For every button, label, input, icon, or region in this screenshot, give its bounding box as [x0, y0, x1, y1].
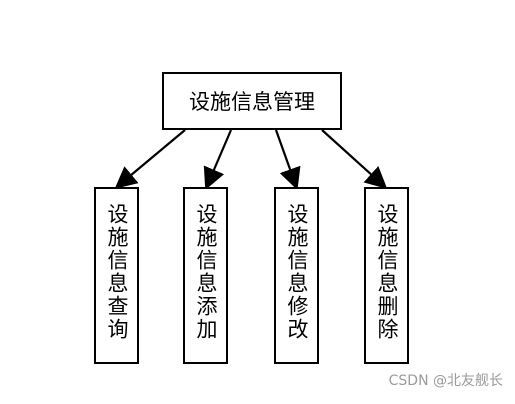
arrow-to-add: [203, 129, 233, 191]
child-node-add: 设施信息添加: [183, 187, 228, 364]
arrow-to-query: [114, 129, 186, 189]
child-node-delete-label: 设施信息删除: [375, 203, 399, 341]
child-node-add-label: 设施信息添加: [194, 203, 218, 341]
child-node-modify: 设施信息修改: [274, 187, 319, 364]
root-node: 设施信息管理: [162, 72, 342, 130]
child-node-modify-label: 设施信息修改: [285, 203, 309, 341]
child-node-query: 设施信息查询: [94, 187, 139, 364]
watermark: CSDN @北友舰长: [388, 373, 503, 389]
root-node-label: 设施信息管理: [189, 90, 315, 114]
arrow-to-modify: [274, 129, 301, 191]
child-node-query-label: 设施信息查询: [105, 203, 129, 341]
arrow-to-delete: [321, 129, 388, 189]
child-node-delete: 设施信息删除: [364, 187, 409, 364]
